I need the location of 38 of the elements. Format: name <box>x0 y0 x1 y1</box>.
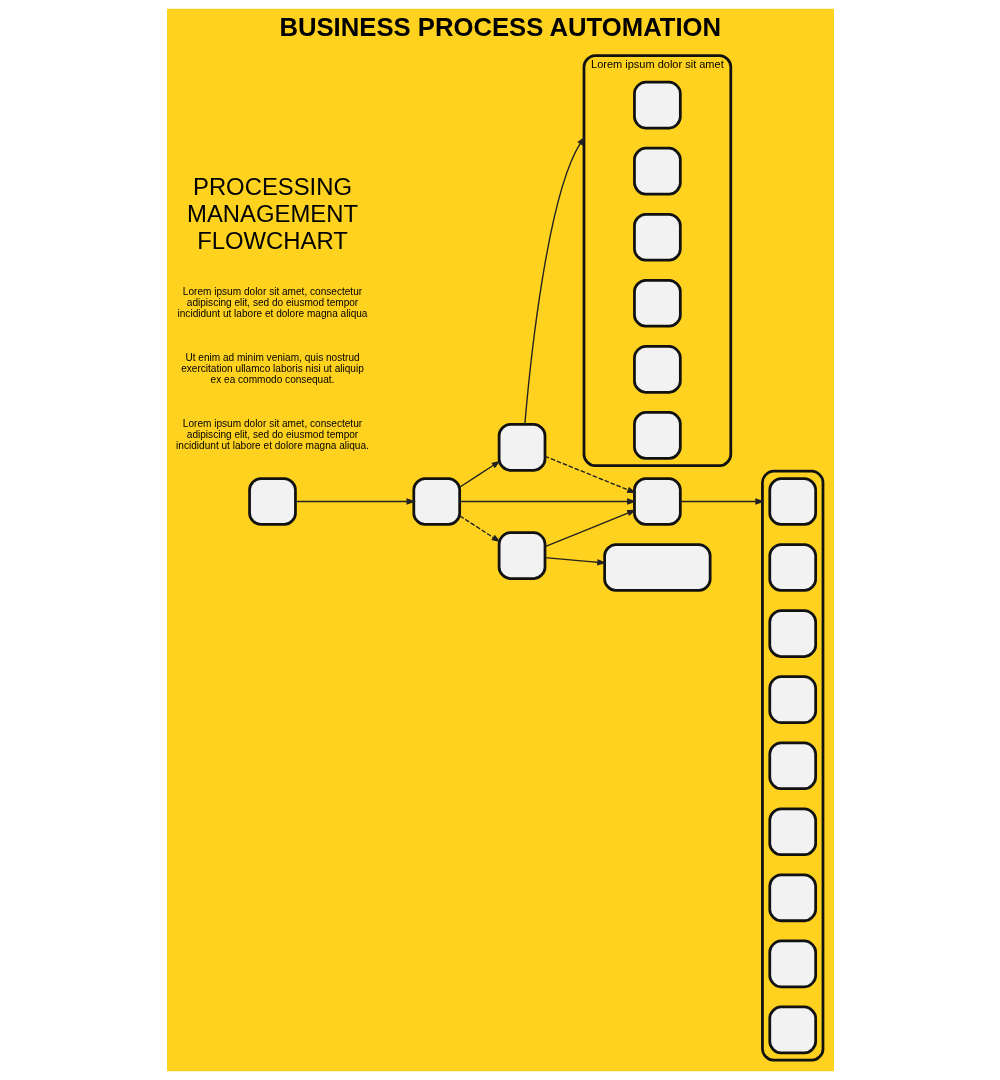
node-box <box>247 477 297 526</box>
arrow <box>543 509 636 548</box>
node-box <box>497 531 546 580</box>
node-box <box>497 423 546 472</box>
node-box <box>767 1005 817 1055</box>
node-box <box>632 477 682 526</box>
arrow <box>523 136 585 425</box>
arrow <box>679 498 765 505</box>
node-box <box>767 609 817 658</box>
arrow <box>543 556 606 566</box>
cluster <box>760 469 824 1062</box>
node-box <box>767 873 817 923</box>
node-box <box>632 212 682 262</box>
node-box <box>411 477 461 526</box>
node-box <box>632 411 682 460</box>
node-box <box>632 345 682 394</box>
arrow <box>294 498 416 505</box>
diagram-title: BUSINESS PROCESS AUTOMATION <box>278 12 721 41</box>
node-box <box>767 807 817 857</box>
arrow <box>543 455 636 494</box>
node-box <box>632 80 682 130</box>
node-box <box>602 543 711 592</box>
node-label: Lorem ipsum dolor sit amet <box>590 58 724 71</box>
cluster <box>582 54 732 468</box>
label: Ut enim ad minim veniam, quis nostrud exercitation ullamco laboris nisi ut aliquip ex ea commodo consequat. <box>180 351 364 385</box>
node-box <box>632 146 682 196</box>
arrow <box>458 460 501 488</box>
node-box <box>767 741 817 790</box>
label: Lorem ipsum dolor sit amet, consectetur adipiscing elit, sed do eiusmod tempor incididunt ut labore et dolore magna aliqua <box>177 285 367 319</box>
arrow <box>458 515 501 543</box>
node-box <box>767 543 817 592</box>
node-box <box>632 279 682 328</box>
label: PROCESSING MANAGEMENT FLOWCHART <box>186 173 358 254</box>
node-box <box>767 477 817 526</box>
label: Lorem ipsum dolor sit amet, consectetur adipiscing elit, sed do eiusmod tempor incididunt ut labore et dolore magna aliqua. <box>175 417 369 451</box>
node-box <box>767 675 817 724</box>
node-box <box>767 939 817 989</box>
arrow <box>458 498 636 505</box>
